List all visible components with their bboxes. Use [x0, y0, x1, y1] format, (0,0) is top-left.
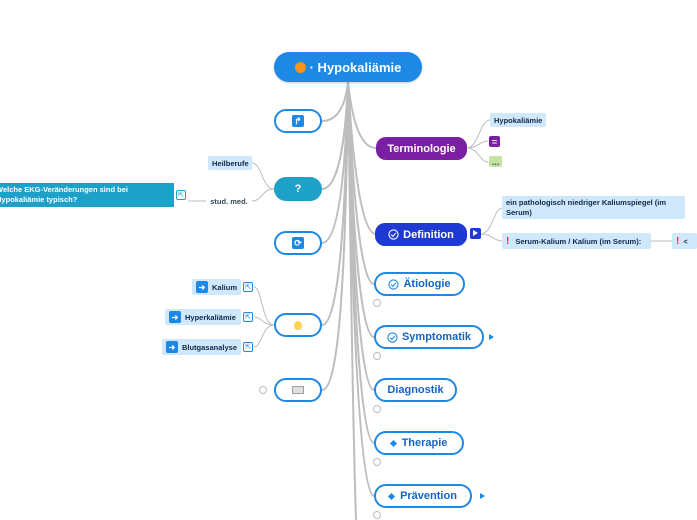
exclamation-icon: ! [676, 235, 680, 247]
lightbulb-node[interactable] [274, 313, 322, 337]
praevention-node[interactable]: Prävention [374, 484, 472, 508]
definition-node[interactable]: Definition [375, 223, 467, 246]
terminologie-node[interactable]: Terminologie [376, 137, 467, 160]
therapie-label: Therapie [401, 437, 448, 449]
heilberufe-label: Heilberufe [212, 158, 249, 168]
refresh-node[interactable]: ⟳ [274, 231, 322, 255]
symptomatik-node[interactable]: Symptomatik [374, 325, 484, 349]
definition-collapse-toggle[interactable] [470, 228, 481, 239]
equals-label: = [491, 136, 498, 147]
collapse-circle[interactable] [259, 386, 267, 394]
external-link-icon[interactable]: ⇱ [243, 282, 253, 292]
diagnostik-node[interactable]: Diagnostik [374, 378, 457, 402]
diagnostik-label: Diagnostik [387, 384, 444, 396]
serum-label: Serum-Kalium / Kalium (im Serum): [515, 236, 642, 246]
expand-arrow-icon[interactable] [489, 334, 494, 340]
book-icon [292, 386, 304, 394]
exclamation-icon: ! [506, 235, 510, 247]
play-icon [473, 230, 478, 236]
equals-node[interactable]: = [489, 136, 500, 147]
aetiologie-node[interactable]: Ätiologie [374, 272, 465, 296]
diamond-icon [388, 492, 396, 500]
diamond-icon [389, 439, 397, 447]
question-text-node[interactable]: Welche EKG-Veränderungen sind bei Hypoka… [0, 183, 174, 207]
definition-child-label: ein pathologisch niedriger Kaliumspiegel… [506, 198, 667, 217]
question-text-label: Welche EKG-Veränderungen sind bei Hypoka… [0, 185, 128, 204]
collapse-circle[interactable] [373, 299, 381, 307]
external-link-icon[interactable]: ⇱ [243, 342, 253, 352]
root-title: · Hypokaliämie [309, 59, 402, 75]
question-icon: ? [294, 183, 302, 195]
aetiologie-label: Ätiologie [403, 278, 451, 290]
stud-med-node[interactable]: stud. med. [206, 194, 252, 208]
external-link-icon[interactable]: ⇱ [243, 312, 253, 322]
question-node[interactable]: ? [274, 177, 322, 201]
turn-arrow-icon: ↱ [292, 115, 304, 127]
definition-child-text[interactable]: ein pathologisch niedriger Kaliumspiegel… [502, 196, 685, 219]
stud-med-label: stud. med. [210, 196, 248, 206]
collapse-circle[interactable] [373, 458, 381, 466]
arrow-right-icon: ➜ [166, 341, 178, 353]
less-than-label: < [683, 236, 688, 246]
collapse-circle[interactable] [373, 352, 381, 360]
link-kalium[interactable]: ➜ Kalium [192, 279, 241, 295]
check-circle-icon [388, 229, 399, 240]
link-hyperkaliaemie-label: Hyperkaliämie [185, 312, 236, 322]
heilberufe-node[interactable]: Heilberufe [208, 156, 252, 170]
book-node[interactable] [274, 378, 322, 402]
terminologie-child-hypokaliaemie[interactable]: Hypokaliämie [490, 113, 546, 127]
expand-arrow-icon[interactable] [480, 493, 485, 499]
link-kalium-label: Kalium [211, 282, 237, 292]
terminologie-child-label: Hypokaliämie [494, 115, 543, 125]
ellipsis-label: ... [491, 156, 500, 167]
therapie-node[interactable]: Therapie [374, 431, 464, 455]
collapse-circle[interactable] [373, 511, 381, 519]
link-blutgasanalyse[interactable]: ➜ Blutgasanalyse [162, 339, 241, 355]
collapse-circle[interactable] [373, 405, 381, 413]
arrow-right-icon: ➜ [196, 281, 208, 293]
check-circle-icon [387, 331, 398, 343]
definition-child-less-than[interactable]: ! < [672, 233, 697, 249]
praevention-label: Prävention [400, 490, 457, 502]
refresh-icon: ⟳ [292, 237, 304, 249]
orange-dot-icon [294, 61, 306, 73]
lightbulb-icon [294, 320, 302, 330]
check-circle-icon [388, 278, 400, 290]
ellipsis-node[interactable]: ... [489, 156, 502, 167]
link-blutgasanalyse-label: Blutgasanalyse [181, 342, 237, 352]
symptomatik-label: Symptomatik [401, 331, 472, 343]
terminologie-label: Terminologie [387, 142, 456, 155]
definition-label: Definition [403, 228, 454, 241]
external-link-icon[interactable]: ⇱ [176, 190, 186, 200]
link-hyperkaliaemie[interactable]: ➜ Hyperkaliämie [165, 309, 241, 325]
definition-child-serum[interactable]: ! Serum-Kalium / Kalium (im Serum): [502, 233, 651, 249]
arrow-right-icon: ➜ [169, 311, 181, 323]
refresh-flow-node[interactable]: ↱ [274, 109, 322, 133]
root-node[interactable]: · Hypokaliämie [274, 52, 422, 82]
